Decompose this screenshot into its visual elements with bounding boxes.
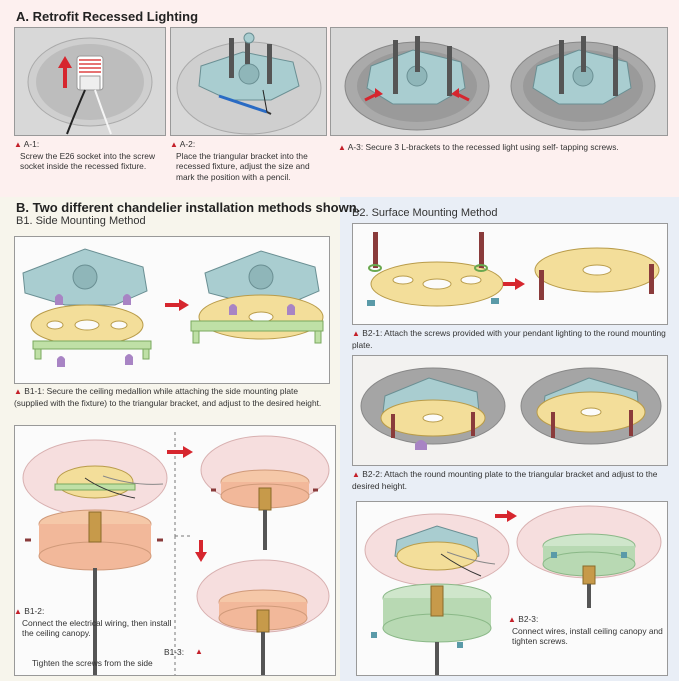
step-b1-1-label: B1-1: — [24, 386, 45, 396]
step-b2-2-caption: ▲ B2-2: Attach the round mounting plate … — [352, 469, 670, 491]
step-a2-illustration — [170, 27, 327, 136]
step-b1-2-3-illustration — [14, 425, 336, 676]
step-b1-3-text: Tighten the screws from the side — [32, 658, 153, 668]
step-b1-2-text: Connect the electrical wiring, then inst… — [22, 617, 172, 639]
step-a1-label: A-1: — [23, 139, 40, 149]
step-b2-2-illustration — [352, 355, 668, 466]
step-b1-2-caption: ▲ B1-2: Connect the electrical wiring, t… — [14, 606, 174, 639]
step-a3-illustration — [330, 27, 668, 136]
caption-marker-icon: ▲ — [508, 615, 516, 624]
step-b2-3-label: B2-3: — [518, 614, 539, 624]
b2-method-title: B2. Surface Mounting Method — [352, 207, 498, 219]
caption-marker-icon: ▲ — [352, 470, 360, 479]
step-b1-1-text: Secure the ceiling medallion while attac… — [14, 386, 322, 408]
step-b2-3-text: Connect wires, install ceiling canopy an… — [512, 625, 663, 647]
caption-marker-icon: ▲ — [14, 140, 22, 149]
step-b1-2-label: B1-2: — [24, 606, 45, 616]
caption-marker-icon: ▲ — [352, 329, 360, 338]
section-b-title: B. Two different chandelier installation… — [16, 200, 361, 215]
step-a1-caption: ▲ A-1: Screw the E26 socket into the scr… — [14, 139, 164, 172]
caption-marker-icon: ▲ — [170, 140, 178, 149]
section-a-title: A. Retrofit Recessed Lighting — [16, 9, 199, 24]
caption-marker-icon: ▲ — [195, 647, 203, 656]
step-a3-caption: ▲ A-3: Secure 3 L-brackets to the recess… — [338, 142, 668, 154]
caption-marker-icon: ▲ — [14, 607, 22, 616]
step-a2-label: A-2: — [179, 139, 196, 149]
step-a2-caption: ▲ A-2: Place the triangular bracket into… — [170, 139, 330, 182]
step-b1-1-caption: ▲ B1-1: Secure the ceiling medallion whi… — [14, 386, 332, 408]
step-b2-1-illustration — [352, 223, 668, 325]
step-a3-text: Secure 3 L-brackets to the recessed ligh… — [365, 142, 619, 152]
step-b2-1-label: B2-1: — [362, 328, 383, 338]
step-a2-text: Place the triangular bracket into the re… — [176, 150, 310, 182]
caption-marker-icon: ▲ — [14, 387, 22, 396]
step-a1-illustration — [14, 27, 166, 136]
step-a1-text: Screw the E26 socket into the screw sock… — [20, 150, 155, 172]
step-b2-2-text: Attach the round mounting plate to the t… — [352, 469, 658, 491]
step-b2-1-caption: ▲ B2-1: Attach the screws provided with … — [352, 328, 670, 350]
step-b2-2-label: B2-2: — [362, 469, 383, 479]
step-b1-3-label: B1-3: — [164, 647, 185, 657]
caption-marker-icon: ▲ — [338, 143, 346, 152]
step-b2-1-text: Attach the screws provided with your pen… — [352, 328, 666, 350]
step-b1-1-illustration — [14, 236, 330, 384]
step-b2-3-illustration — [356, 501, 668, 676]
step-a3-label: A-3: — [347, 142, 364, 152]
step-b2-3-caption: ▲ B2-3: Connect wires, install ceiling c… — [508, 614, 666, 647]
b1-method-title: B1. Side Mounting Method — [16, 215, 146, 227]
